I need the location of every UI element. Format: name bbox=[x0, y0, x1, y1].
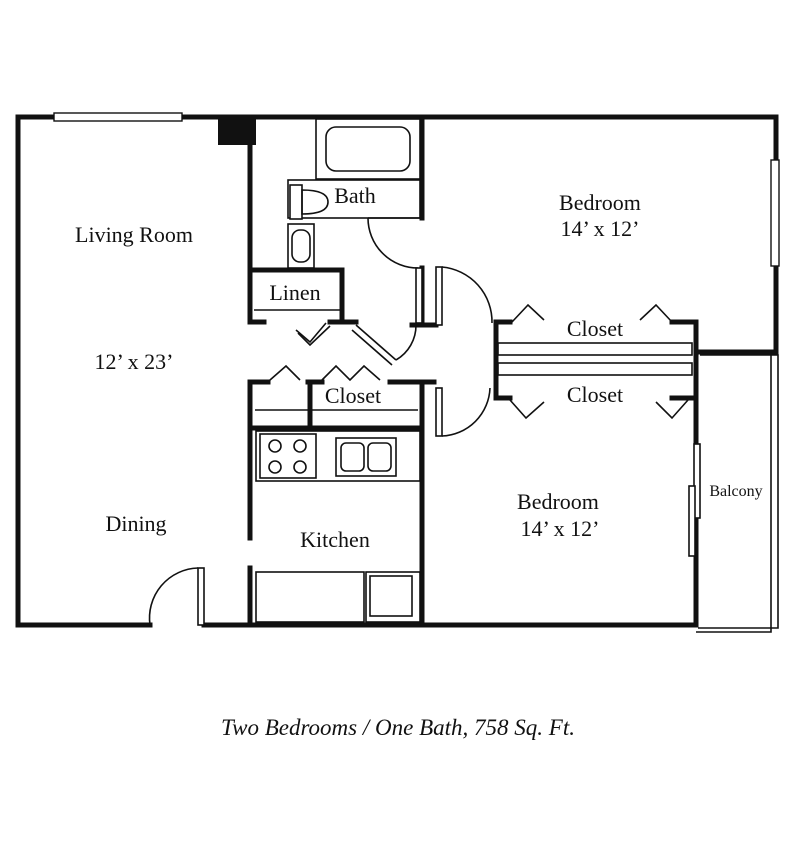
living-room-window bbox=[53, 112, 183, 122]
closet-2-label: Closet bbox=[567, 382, 623, 407]
living-room-size: 12’ x 23’ bbox=[94, 349, 173, 374]
balcony bbox=[696, 350, 779, 633]
bedroom-2-size: 14’ x 12’ bbox=[520, 516, 599, 541]
dining-label: Dining bbox=[105, 511, 166, 536]
bathtub bbox=[315, 118, 421, 180]
balcony-label: Balcony bbox=[709, 483, 762, 500]
hall-closet-label: Closet bbox=[325, 383, 381, 408]
sink bbox=[287, 223, 315, 269]
toilet bbox=[287, 179, 421, 220]
kitchen-appliances bbox=[255, 571, 421, 623]
bedroom-1-size: 14’ x 12’ bbox=[560, 216, 639, 241]
linen-label: Linen bbox=[269, 280, 320, 305]
bedroom-1-label: Bedroom bbox=[559, 190, 641, 215]
bedroom-window bbox=[770, 159, 780, 267]
plan-caption: Two Bedrooms / One Bath, 758 Sq. Ft. bbox=[221, 715, 575, 740]
living-room-label: Living Room bbox=[75, 222, 193, 247]
bifold-doors bbox=[269, 303, 689, 420]
doors bbox=[148, 217, 701, 626]
interior-walls bbox=[247, 114, 699, 628]
bedroom-2-label: Bedroom bbox=[517, 489, 599, 514]
closet-shelves bbox=[255, 342, 693, 411]
kitchen-label: Kitchen bbox=[300, 527, 370, 552]
kitchen-counter bbox=[255, 430, 421, 482]
bath-label: Bath bbox=[334, 183, 376, 208]
column-block bbox=[218, 117, 256, 145]
closet-1-label: Closet bbox=[567, 316, 623, 341]
